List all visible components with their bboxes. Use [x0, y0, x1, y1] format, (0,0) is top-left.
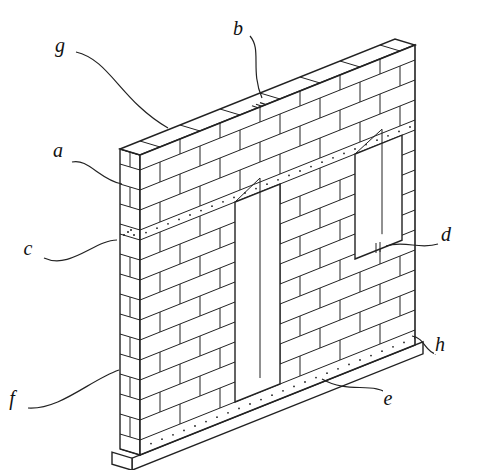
block-courses	[140, 45, 416, 455]
leader-line	[412, 336, 436, 354]
leader-line	[386, 244, 438, 246]
leader-line	[44, 240, 117, 261]
wall-opening	[235, 184, 280, 402]
leader-line	[250, 36, 262, 98]
callout-letter: d	[440, 224, 452, 244]
leader-line	[76, 52, 168, 128]
callout-letter: b	[232, 18, 244, 38]
callout-letter: c	[23, 238, 34, 258]
callout-letter: e	[383, 388, 394, 408]
callout-letter: a	[52, 140, 64, 160]
block-wall	[112, 39, 423, 470]
wall-end-face	[120, 149, 140, 455]
leader-line	[72, 162, 122, 184]
callout-letter: f	[8, 388, 16, 408]
footing-end	[112, 452, 132, 470]
wall-opening	[355, 135, 402, 259]
callout-letter: h	[434, 334, 446, 354]
leader-lines	[28, 36, 438, 408]
leader-line	[28, 370, 119, 408]
callout-letter: g	[54, 35, 66, 55]
leader-line	[322, 379, 392, 396]
